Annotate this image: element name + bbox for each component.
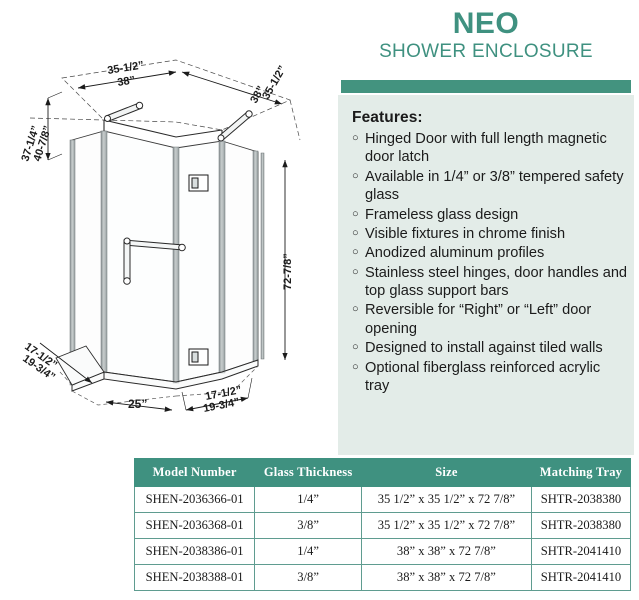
cell-model-number: SHEN-2038386-01	[133, 538, 256, 565]
enclosure-geometry	[29, 59, 301, 406]
feature-item: ○ Frameless glass design	[352, 206, 628, 224]
cell-model-number: SHEN-2036366-01	[133, 486, 256, 513]
feature-item-label: Hinged Door with full length magnetic do…	[365, 131, 607, 166]
dim-bottom-center: 25”	[128, 397, 147, 411]
cell-size: 35 1/2” x 35 1/2” x 72 7/8”	[360, 486, 532, 513]
accent-bar	[341, 80, 631, 93]
product-header: NEO SHOWER ENCLOSURE	[341, 7, 631, 64]
page-title: NEO	[452, 7, 520, 40]
dim-top-left-b: 38”	[117, 74, 136, 89]
left-tray-facet	[55, 345, 105, 386]
features-list: ○ Hinged Door with full length magnetic d…	[352, 130, 628, 395]
circle-bullet-icon: ○	[352, 246, 359, 259]
cell-glass-thickness: 3/8”	[254, 512, 362, 539]
cell-model-number: SHEN-2036368-01	[133, 512, 256, 539]
feature-item: ○ Visible fixtures in chrome finish	[352, 225, 628, 243]
dim-top-left-a: 35-1/2”	[107, 59, 145, 77]
dim-top-right-a: 35-1/2”	[260, 64, 289, 102]
circle-bullet-icon: ○	[352, 132, 359, 144]
page-subtitle: SHOWER ENCLOSURE	[379, 41, 593, 63]
cell-size: 35 1/2” x 35 1/2” x 72 7/8”	[360, 512, 532, 539]
feature-item: ○ Reversible for “Right” or “Left” door o…	[352, 301, 628, 338]
door-hinges	[188, 174, 209, 366]
circle-bullet-icon: ○	[352, 360, 359, 373]
column-header-model-number: Model Number	[133, 458, 256, 487]
door-handle	[123, 237, 186, 285]
glass-panels	[103, 130, 223, 383]
feature-item: ○ Stainless steel hinges, door handles an…	[352, 264, 628, 301]
dimension-lines	[39, 70, 288, 412]
feature-item: ○ Optional fiberglass reinforced acrylic …	[352, 359, 628, 396]
feature-item-label: Anodized aluminum profiles	[365, 245, 545, 262]
cell-model-number: SHEN-2038388-01	[133, 564, 256, 591]
features-heading: Features:	[352, 109, 423, 126]
features-panel: Features: ○ Hinged Door with full length …	[338, 95, 634, 455]
cell-matching-tray: SHTR-2041410	[530, 564, 632, 591]
cell-glass-thickness: 1/4”	[254, 486, 362, 513]
feature-item: ○ Hinged Door with full length magnetic d…	[352, 130, 628, 167]
circle-bullet-icon: ○	[352, 226, 359, 239]
dim-height: 72-7/8”	[282, 253, 294, 290]
specification-table: Model Number Glass Thickness Size Matchi…	[133, 458, 632, 591]
feature-item-label: Visible fixtures in chrome finish	[365, 225, 566, 242]
circle-bullet-icon: ○	[352, 303, 359, 316]
circle-bullet-icon: ○	[352, 341, 359, 354]
feature-item-label: Optional fiberglass reinforced acrylic t…	[365, 359, 601, 394]
cell-matching-tray: SHTR-2038380	[530, 512, 632, 539]
product-technical-drawing: 35-1/2” 38” 35-1/2” 38” 37-1/4” 40-7/8” …	[0, 0, 340, 455]
column-header-size: Size	[360, 458, 532, 487]
circle-bullet-icon: ○	[352, 169, 359, 182]
feature-item-label: Designed to install against tiled walls	[365, 340, 603, 357]
circle-bullet-icon: ○	[352, 265, 359, 278]
cell-glass-thickness: 1/4”	[254, 538, 362, 565]
cell-size: 38” x 38” x 72 7/8”	[360, 538, 532, 565]
cell-glass-thickness: 3/8”	[254, 564, 362, 591]
feature-item: ○ Anodized aluminum profiles	[352, 244, 628, 262]
table-header-row: Model Number Glass Thickness Size Matchi…	[133, 458, 632, 487]
feature-item-label: Stainless steel hinges, door handles and…	[365, 264, 628, 299]
top-reference-plane	[29, 59, 301, 141]
feature-item-label: Reversible for “Right” or “Left” door op…	[365, 302, 592, 337]
column-header-glass-thickness: Glass Thickness	[254, 458, 362, 487]
side-return-panels	[71, 130, 259, 386]
feature-item-label: Frameless glass design	[365, 206, 519, 223]
cell-matching-tray: SHTR-2038380	[530, 486, 632, 513]
feature-item: ○ Available in 1/4” or 3/8” tempered safe…	[352, 168, 628, 205]
cell-matching-tray: SHTR-2041410	[530, 538, 632, 565]
cell-size: 38” x 38” x 72 7/8”	[360, 564, 532, 591]
feature-item-label: Available in 1/4” or 3/8” tempered safet…	[365, 168, 624, 204]
top-support-bars	[104, 101, 253, 142]
column-header-matching-tray: Matching Tray	[530, 458, 632, 487]
feature-item: ○ Designed to install against tiled walls	[352, 339, 628, 357]
floor-guides	[59, 365, 259, 406]
circle-bullet-icon: ○	[352, 207, 359, 220]
